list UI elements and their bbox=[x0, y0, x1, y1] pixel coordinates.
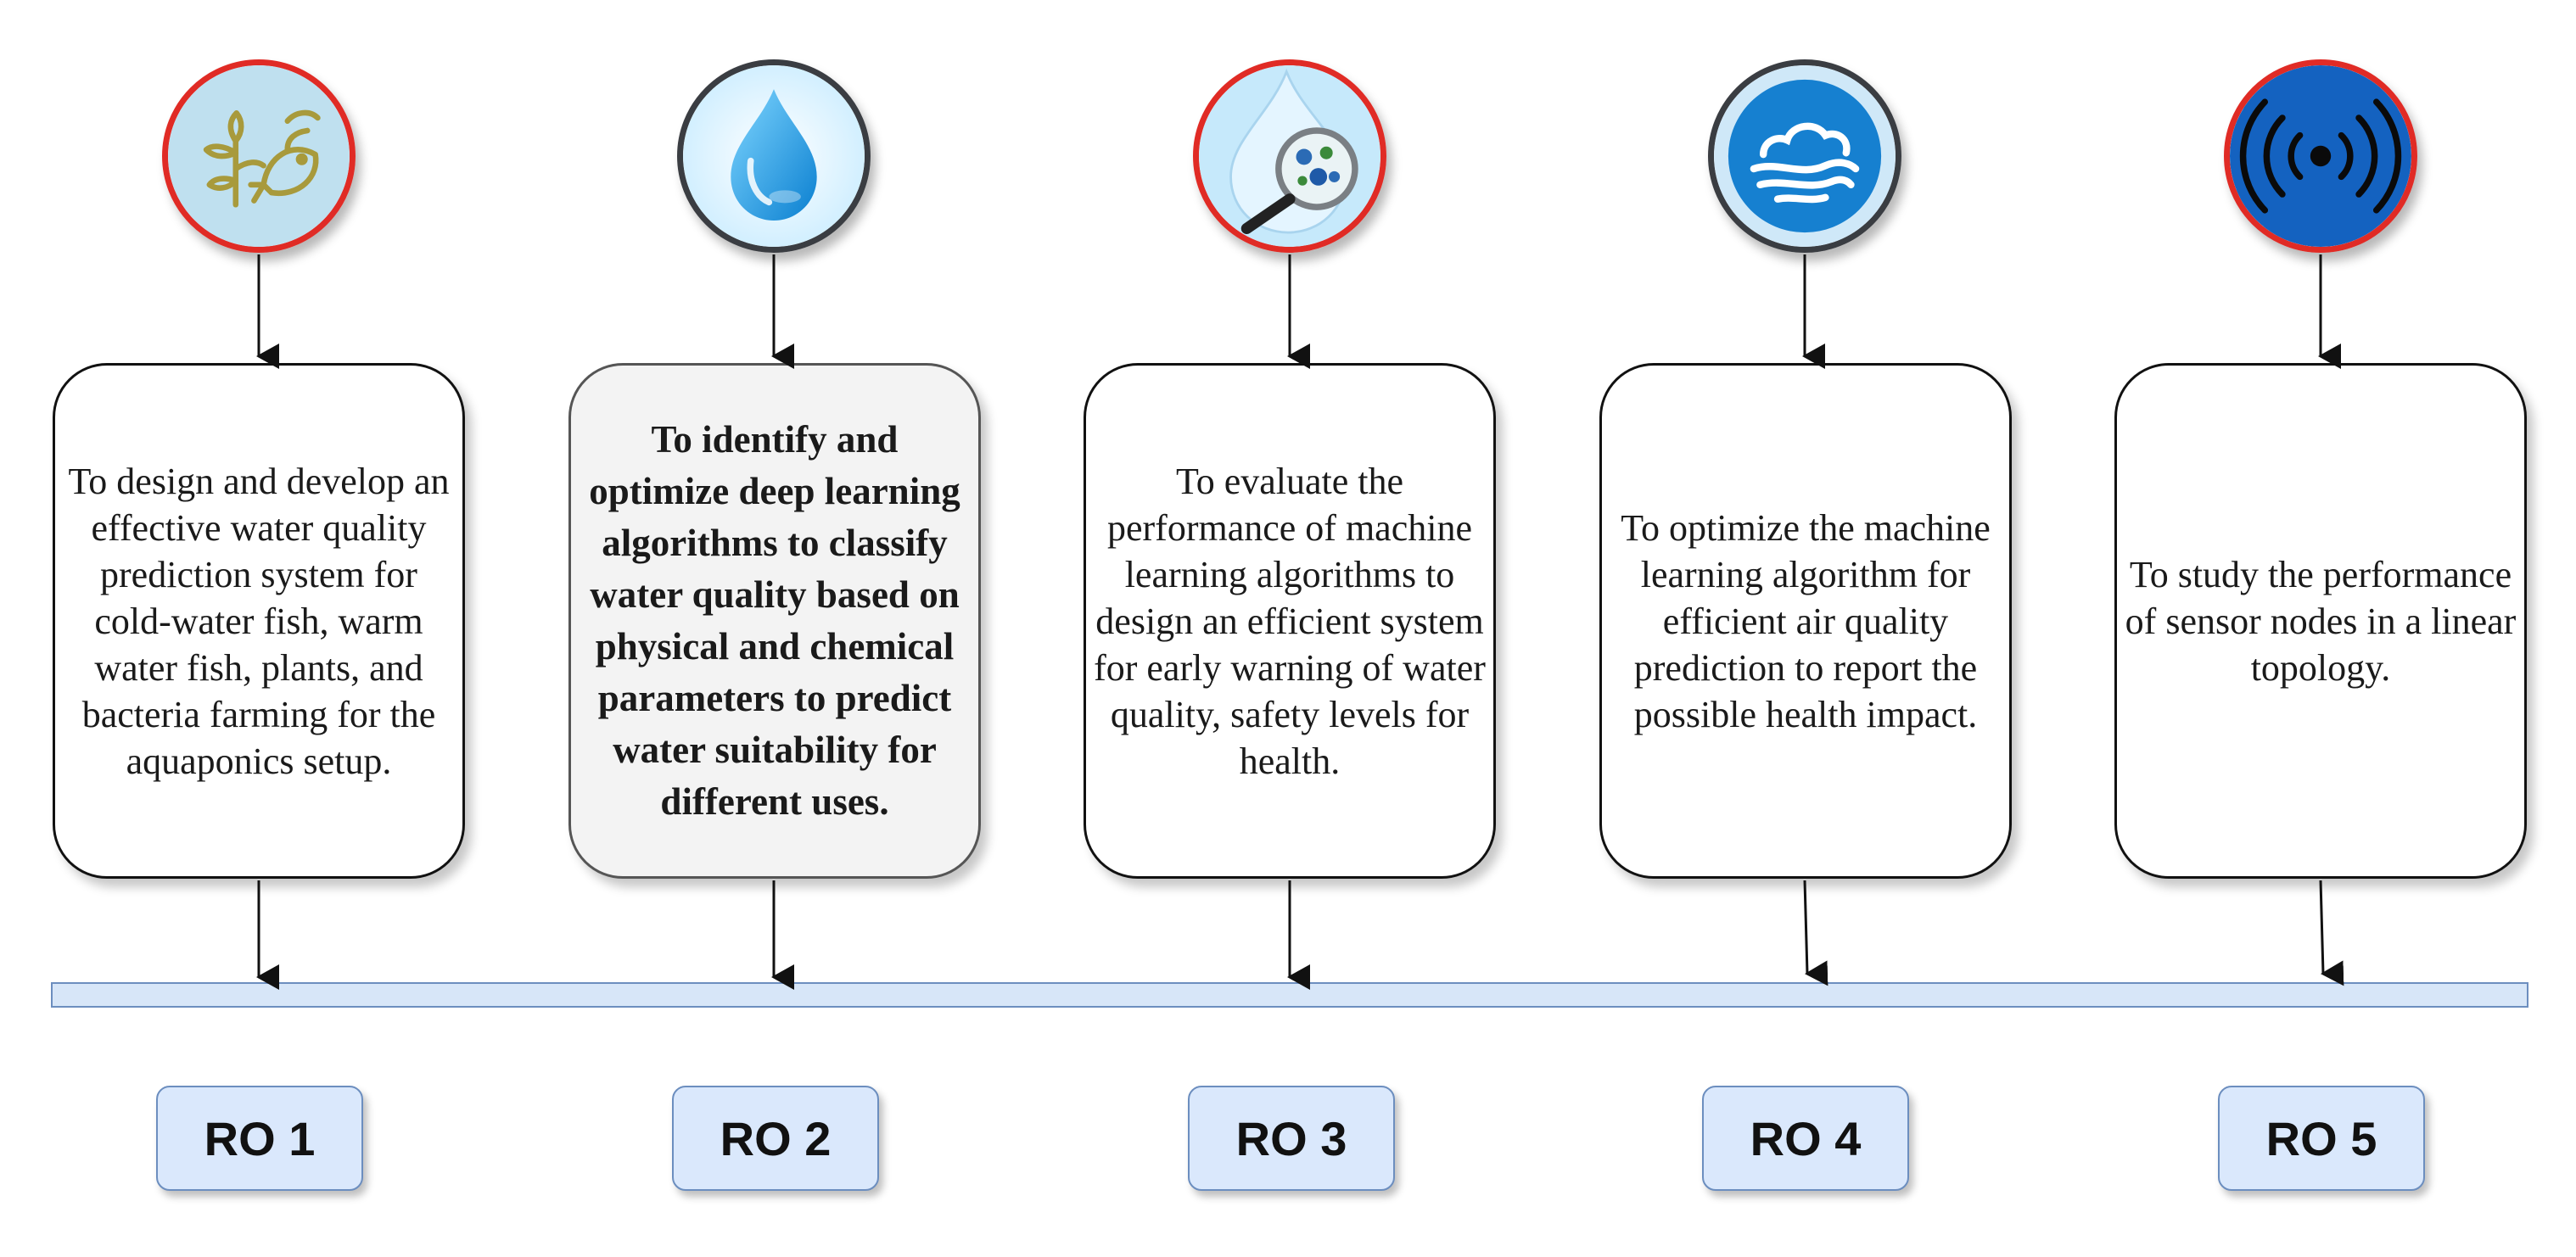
ro-label-3: RO 3 bbox=[1188, 1086, 1395, 1191]
ro-label-2: RO 2 bbox=[672, 1086, 879, 1191]
ro-label-1: RO 1 bbox=[156, 1086, 363, 1191]
ro-label-text-5: RO 5 bbox=[2265, 1111, 2377, 1165]
objective-text-3: To evaluate the performance of machine l… bbox=[1094, 460, 1486, 782]
ro-label-4: RO 4 bbox=[1702, 1086, 1909, 1191]
objective-box-1: To design and develop an effective water… bbox=[53, 363, 465, 879]
objective-text-2: To identify and optimize deep learning a… bbox=[589, 418, 960, 823]
objective-text-5: To study the performance of sensor nodes… bbox=[2125, 553, 2517, 689]
objective-text-1: To design and develop an effective water… bbox=[68, 460, 450, 782]
ro-label-text-1: RO 1 bbox=[204, 1111, 316, 1165]
ro-label-text-4: RO 4 bbox=[1750, 1111, 1862, 1165]
objective-box-3: To evaluate the performance of machine l… bbox=[1084, 363, 1496, 879]
aquaponics-fish-plant-icon bbox=[162, 59, 356, 253]
objective-box-5: To study the performance of sensor nodes… bbox=[2114, 363, 2527, 879]
ro-label-text-3: RO 3 bbox=[1235, 1111, 1347, 1165]
ro-label-text-2: RO 2 bbox=[720, 1111, 832, 1165]
ro-label-5: RO 5 bbox=[2218, 1086, 2425, 1191]
objective-box-2: To identify and optimize deep learning a… bbox=[568, 363, 981, 879]
water-magnifier-bacteria-icon bbox=[1193, 59, 1386, 253]
arrow-box-to-timeline-5 bbox=[2319, 880, 2344, 986]
timeline-bar bbox=[51, 982, 2528, 1008]
water-drop-icon bbox=[677, 59, 871, 253]
objective-box-4: To optimize the machine learning algorit… bbox=[1599, 363, 2012, 879]
arrow-box-to-timeline-4 bbox=[1803, 880, 1828, 986]
objective-text-4: To optimize the machine learning algorit… bbox=[1621, 506, 1991, 735]
sensor-signal-icon bbox=[2224, 59, 2417, 253]
air-cloud-wind-icon bbox=[1708, 59, 1901, 253]
